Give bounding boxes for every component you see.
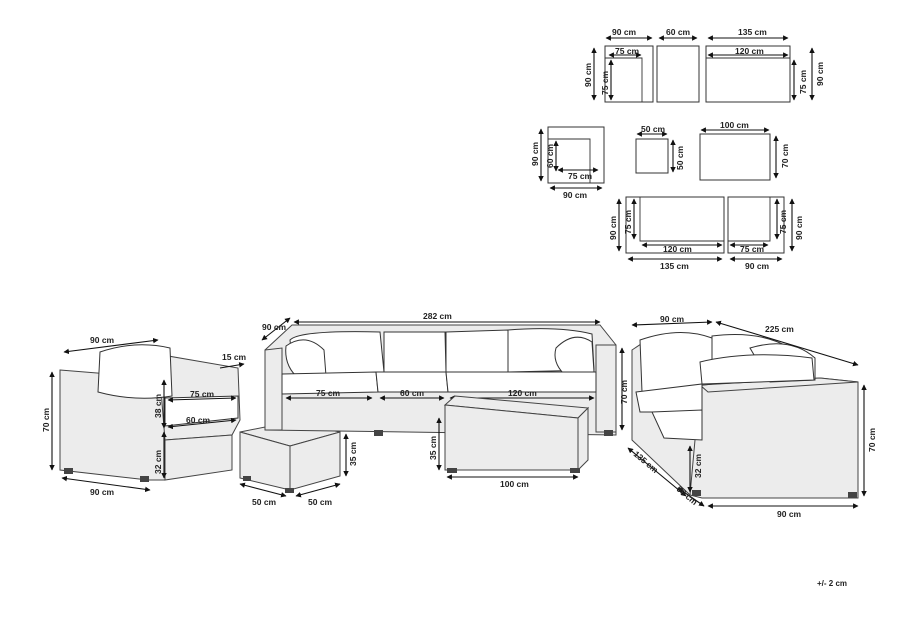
sofa-leg	[374, 430, 383, 436]
dim-label: 50 cm	[641, 124, 666, 134]
dim-line	[295, 482, 341, 498]
dim-label: 60 cm	[545, 143, 555, 168]
footstool-leg	[243, 476, 251, 481]
dim-label: 75 cm	[798, 69, 808, 94]
footstool-leg	[285, 488, 294, 493]
dim-label: 90 cm	[612, 27, 637, 37]
dim-label: 70 cm	[867, 427, 877, 452]
dim-label: 75 cm	[778, 209, 788, 234]
plan-seat-outline	[639, 197, 724, 242]
dim-label: 75 cm	[740, 244, 765, 254]
sofa-seat-cushion	[445, 371, 597, 393]
dim-line	[239, 482, 287, 498]
dim-label: 32 cm	[153, 449, 163, 474]
footstool-drawing: 35 cm 50 cm 50 cm	[239, 421, 358, 507]
dim-label: 90 cm	[90, 335, 115, 345]
dim-label: 50 cm	[252, 497, 277, 507]
plan-seat-outline	[728, 197, 771, 242]
sofa-back-cushion	[445, 329, 509, 373]
plan-row-3: 90 cm 75 cm 120 cm 135 cm 75 cm 90 cm 75…	[608, 196, 804, 271]
table-leg	[570, 468, 580, 473]
dim-label: 70 cm	[619, 379, 629, 404]
dim-label: 90 cm	[794, 215, 804, 240]
dim-label: 90 cm	[815, 61, 825, 86]
dim-line	[167, 417, 237, 430]
footstool-right-face	[289, 431, 341, 491]
dim-label: 135 cm	[660, 261, 689, 271]
dim-label: 225 cm	[765, 324, 794, 334]
dim-line	[63, 337, 159, 355]
dim-label: 100 cm	[720, 120, 749, 130]
dim-label: 15 cm	[222, 352, 247, 362]
dim-label: 75 cm	[615, 46, 640, 56]
dim-label: 60 cm	[666, 27, 691, 37]
dim-line	[219, 362, 245, 369]
dim-label: 32 cm	[693, 453, 703, 478]
dim-label: 90 cm	[660, 314, 685, 324]
dim-line	[261, 317, 291, 341]
dim-label: 90 cm	[608, 215, 618, 240]
corner-leg	[848, 492, 857, 498]
dim-line	[677, 487, 705, 507]
sofa-right-arm	[595, 344, 617, 433]
plan-row-2: 90 cm 60 cm 75 cm 90 cm 50 cm 50 cm 100 …	[530, 120, 790, 200]
dim-label: 60 cm	[400, 388, 425, 398]
dim-line	[715, 320, 859, 367]
dim-label: 75 cm	[568, 171, 593, 181]
dim-label: 50 cm	[675, 145, 685, 170]
sofa-left-arm	[264, 347, 283, 431]
dim-label: 120 cm	[663, 244, 692, 254]
plan-row-1: 90 cm 75 cm 90 cm 75 cm 60 cm 135 cm 120…	[583, 27, 825, 103]
plan-footstool	[635, 138, 669, 174]
dim-label: 100 cm	[500, 479, 529, 489]
dim-label: 70 cm	[41, 407, 51, 432]
corner-seat-cushion	[651, 409, 703, 441]
dim-label: 70 cm	[780, 143, 790, 168]
corner-back-cushion	[699, 354, 815, 385]
sofa-leg	[604, 430, 613, 436]
dim-label: 75 cm	[623, 209, 633, 234]
dim-label: 75 cm	[190, 389, 215, 399]
dim-label: 38 cm	[153, 393, 163, 418]
dim-label: 75 cm	[316, 388, 341, 398]
dim-label: 90 cm	[583, 62, 593, 87]
table-side-face	[577, 406, 589, 472]
dim-line	[61, 475, 151, 493]
dim-line	[627, 447, 687, 497]
plan-middle-module	[656, 45, 700, 103]
dim-label: 50 cm	[308, 497, 333, 507]
dim-label: 135 cm	[738, 27, 767, 37]
corner-front-section	[689, 377, 859, 499]
dim-label: 35 cm	[428, 435, 438, 460]
coffee-table-drawing: 35 cm 100 cm	[428, 395, 590, 489]
corner-sofa-drawing: 90 cm 225 cm 70 cm 32 cm 135 cm 90 cm 90…	[627, 314, 877, 519]
dim-label: 90 cm	[745, 261, 770, 271]
armchair-back-cushion	[97, 344, 173, 399]
armchair-base	[164, 434, 233, 481]
dim-label: 90 cm	[777, 509, 802, 519]
armchair-drawing: 90 cm 15 cm 70 cm 38 cm 32 cm 90 cm 75 c…	[41, 335, 247, 497]
dim-label: 90 cm	[90, 487, 115, 497]
dim-label: 75 cm	[600, 70, 610, 95]
dim-label: 120 cm	[508, 388, 537, 398]
sofa-back-cushion	[383, 331, 447, 373]
dim-line	[631, 319, 713, 328]
plan-seat-outline	[605, 57, 643, 102]
armchair-leg	[140, 476, 149, 482]
dim-label: 282 cm	[423, 311, 452, 321]
dim-label: 90 cm	[530, 141, 540, 166]
dim-label: 60 cm	[186, 415, 211, 425]
plan-coffee-table	[699, 133, 771, 181]
tolerance-note: +/- 2 cm	[817, 579, 847, 588]
dim-line	[167, 395, 237, 403]
armchair-leg	[64, 468, 73, 474]
dim-label: 120 cm	[735, 46, 764, 56]
table-leg	[447, 468, 457, 473]
dim-label: 35 cm	[348, 441, 358, 466]
dim-label: 90 cm	[262, 322, 287, 332]
dim-label: 90 cm	[563, 190, 588, 200]
